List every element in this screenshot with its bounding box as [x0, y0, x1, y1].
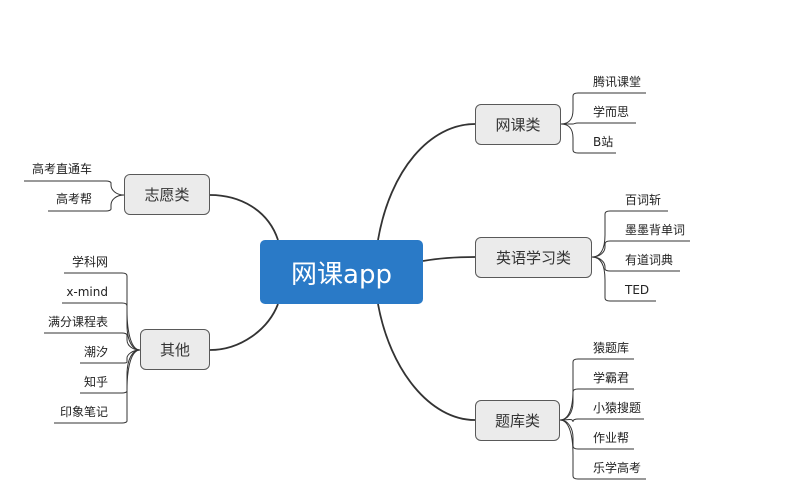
leaf-youdao[interactable]: 有道词典	[625, 253, 674, 267]
leaves-english-lines	[591, 210, 690, 302]
leaf-yuantiku[interactable]: 猿题库	[593, 341, 630, 355]
leaf-xuebajun[interactable]: 学霸君	[593, 371, 630, 385]
leaves-tiku-lines	[559, 358, 646, 480]
branch-zhiyuan[interactable]: 志愿类	[124, 174, 210, 215]
branch-wangke[interactable]: 网课类	[475, 104, 561, 145]
leaf-zhitongche[interactable]: 高考直通车	[31, 162, 92, 176]
leaf-baicizhan[interactable]: 百词斩	[625, 193, 662, 207]
center-topic[interactable]: 网课app	[260, 240, 423, 304]
leaf-ted[interactable]: TED	[625, 283, 650, 297]
leaf-xiaoyuan[interactable]: 小猿搜题	[593, 401, 642, 415]
branch-other[interactable]: 其他	[140, 329, 210, 370]
branch-english[interactable]: 英语学习类	[475, 237, 592, 278]
leaf-kechengbiao[interactable]: 满分课程表	[47, 315, 108, 329]
leaf-momo[interactable]: 墨墨背单词	[625, 223, 686, 237]
leaf-bilibili[interactable]: B站	[593, 135, 614, 149]
link-center-english	[422, 256, 476, 262]
leaf-xuekewang[interactable]: 学科网	[71, 255, 108, 269]
leaves-other-lines	[44, 272, 141, 424]
leaf-xueersi[interactable]: 学而思	[593, 105, 630, 119]
link-center-tiku	[377, 303, 476, 421]
link-center-other	[209, 303, 279, 351]
leaf-chaoxi[interactable]: 潮汐	[83, 345, 108, 359]
leaves-wangke-lines	[560, 92, 646, 154]
leaf-tengxun[interactable]: 腾讯课堂	[593, 75, 642, 89]
link-center-zhiyuan	[209, 194, 279, 241]
leaf-zuoyebang[interactable]: 作业帮	[593, 431, 630, 445]
leaf-yinxiang[interactable]: 印象笔记	[59, 405, 108, 419]
leaf-lexue[interactable]: 乐学高考	[593, 461, 642, 475]
leaves-zhiyuan-lines	[24, 180, 125, 212]
link-center-wangke	[377, 123, 476, 241]
leaf-gaokaobang[interactable]: 高考帮	[55, 192, 92, 206]
leaf-zhihu[interactable]: 知乎	[83, 375, 108, 389]
branch-tiku[interactable]: 题库类	[475, 400, 560, 441]
leaf-xmind[interactable]: x-mind	[66, 285, 108, 299]
